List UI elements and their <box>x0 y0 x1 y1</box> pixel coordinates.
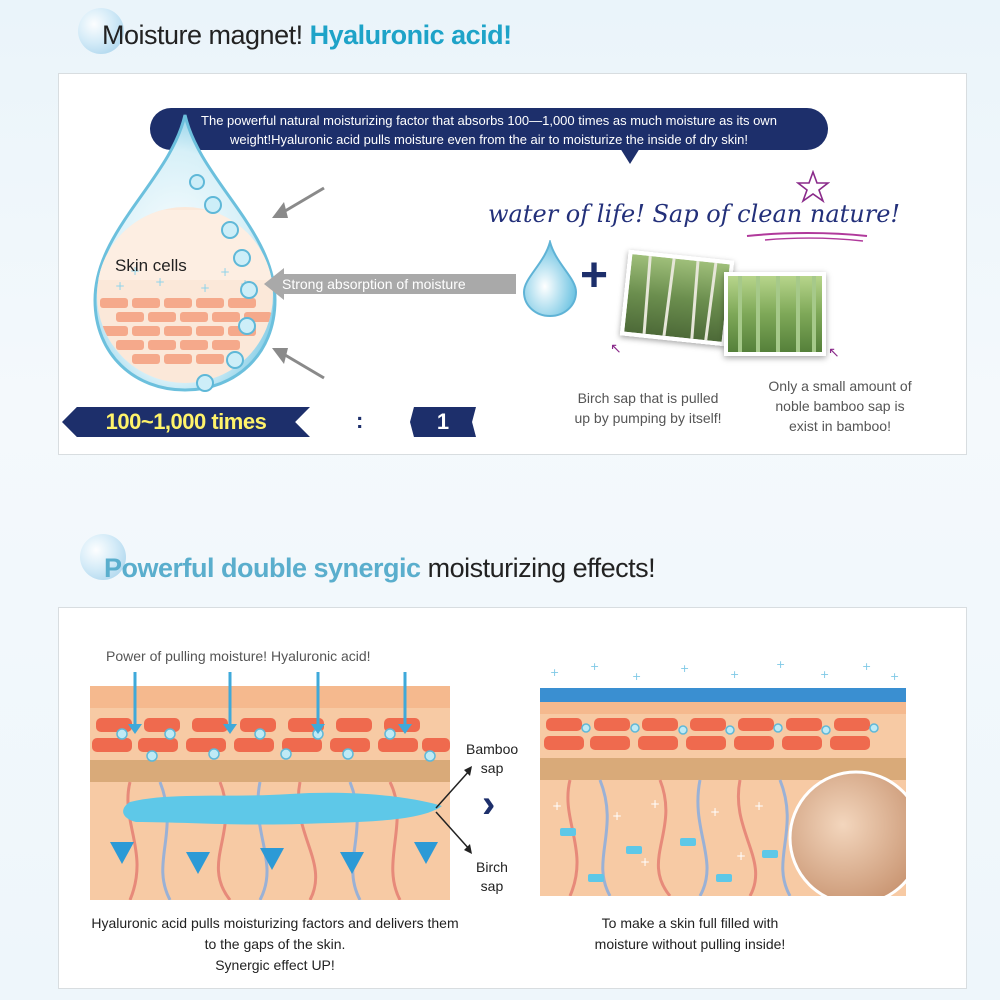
birch-sap-line1: Birch <box>476 859 508 875</box>
svg-text:+: + <box>155 275 165 289</box>
bamboo-caption-line1: Only a small amount of <box>768 378 912 394</box>
decorative-bubble <box>78 8 124 54</box>
ratio-right-ribbon: 1 <box>410 407 476 437</box>
birch-caption-line1: Birch sap that is pulled <box>577 390 719 406</box>
sap-pointer-arrows <box>435 766 472 854</box>
handwriting-slogan: water of life! Sap of clean nature! <box>488 200 901 228</box>
absorption-arrow: Strong absorption of moisture <box>264 268 516 300</box>
svg-text:+: + <box>200 281 210 295</box>
chevron-right-icon: › <box>482 782 496 826</box>
ratio-separator: : <box>356 408 364 433</box>
svg-text:+: + <box>115 279 125 293</box>
skin-droplet-illustration: ++++++ <box>93 114 277 392</box>
ratio-right-label: 1 <box>436 409 450 434</box>
ratio-left-label: 100~1,000 times <box>105 409 267 434</box>
bamboo-caption-line2: noble bamboo sap is <box>775 398 905 414</box>
bamboo-sap-line1: Bamboo <box>466 741 519 757</box>
section2-title-part2: moisturizing effects! <box>427 553 656 583</box>
svg-text:+: + <box>890 670 899 683</box>
svg-text:+: + <box>550 666 559 679</box>
right-caption: To make a skin full filled with moisture… <box>570 913 810 955</box>
svg-text:+: + <box>820 668 829 681</box>
section1-title-part1: Moisture magnet! <box>102 20 303 50</box>
pointer-arrow-birch: ↖ <box>610 340 622 356</box>
pointer-arrow-bamboo: ↖ <box>828 344 840 360</box>
right-skin-diagram: + + + + + + + + + + + + + + + + <box>540 660 906 896</box>
star-doodle-icon <box>796 170 830 204</box>
svg-text:+: + <box>552 799 562 813</box>
svg-text:+: + <box>862 660 871 673</box>
right-caption-line2: moisture without pulling inside! <box>594 936 786 952</box>
birch-forest-photo <box>619 249 735 347</box>
absorption-arrow-label: Strong absorption of moisture <box>282 276 466 292</box>
left-caption-line1: Hyaluronic acid pulls moisturizing facto… <box>91 915 459 931</box>
svg-text:+: + <box>710 805 720 819</box>
birch-sap-line2: sap <box>480 878 504 894</box>
bamboo-sap-line2: sap <box>480 760 504 776</box>
svg-text:+: + <box>632 670 641 683</box>
callout-line1: The powerful natural moisturizing factor… <box>201 113 777 128</box>
section2-title-part1: Powerful double synergic <box>104 553 421 583</box>
section1-title-part2: Hyaluronic acid! <box>309 20 513 50</box>
pull-label: Power of pulling moisture! Hyaluronic ac… <box>106 648 371 664</box>
birch-caption-line2: up by pumping by itself! <box>574 410 722 426</box>
left-skin-diagram <box>90 672 450 900</box>
left-caption-line3: Synergic effect UP! <box>215 957 335 973</box>
callout-banner: The powerful natural moisturizing factor… <box>150 108 828 164</box>
decorative-bubble-2 <box>80 534 126 580</box>
svg-text:+: + <box>680 662 689 675</box>
svg-text:+: + <box>130 264 140 278</box>
right-caption-line1: To make a skin full filled with <box>601 915 779 931</box>
svg-text:+: + <box>640 855 650 869</box>
section2-title: Powerful double synergic moisturizing ef… <box>104 553 656 584</box>
plus-icon: + <box>580 249 609 302</box>
bamboo-sap-label: Bamboo sap <box>466 740 518 778</box>
bamboo-forest-photo <box>724 272 826 356</box>
section1-title: Moisture magnet! Hyaluronic acid! <box>102 20 512 51</box>
svg-text:+: + <box>612 809 622 823</box>
birch-sap-label: Birch sap <box>476 858 508 896</box>
svg-text:+: + <box>736 849 746 863</box>
svg-text:+: + <box>590 660 599 673</box>
callout-line2: weight!Hyaluronic acid pulls moisture ev… <box>229 132 749 147</box>
ratio-left-ribbon: 100~1,000 times <box>62 407 310 437</box>
left-caption-line2: to the gaps of the skin. <box>204 936 346 952</box>
bamboo-caption-line3: exist in bamboo! <box>789 418 891 434</box>
svg-text:+: + <box>730 668 739 681</box>
absorb-arrows <box>272 186 325 380</box>
left-caption: Hyaluronic acid pulls moisturizing facto… <box>60 913 490 976</box>
svg-text:+: + <box>776 660 785 671</box>
svg-text:+: + <box>220 265 230 279</box>
water-drop-icon <box>522 240 578 318</box>
bamboo-caption: Only a small amount of noble bamboo sap … <box>740 376 940 436</box>
skin-cells-label: Skin cells <box>115 256 187 275</box>
birch-caption: Birch sap that is pulled up by pumping b… <box>548 388 748 428</box>
svg-text:+: + <box>650 797 660 811</box>
svg-text:+: + <box>754 799 764 813</box>
underline-doodle <box>746 232 868 242</box>
